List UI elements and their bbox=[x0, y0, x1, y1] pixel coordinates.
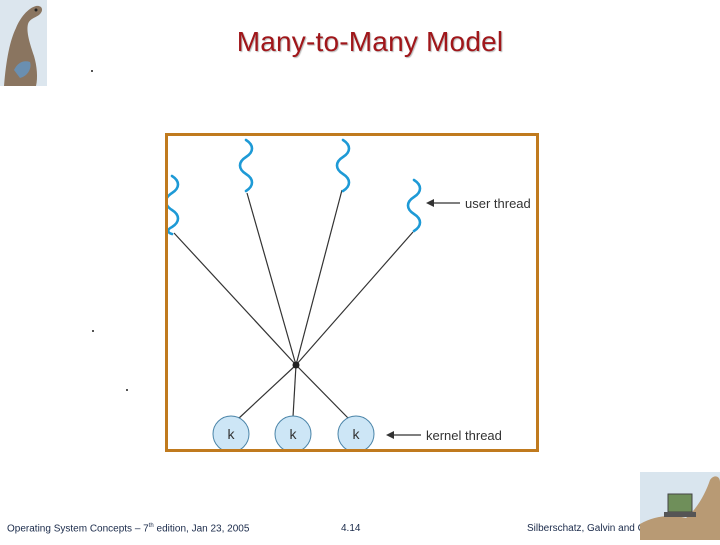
user-thread-wave-2 bbox=[238, 138, 254, 193]
footer-edition-text: edition, Jan 23, 2005 bbox=[153, 523, 250, 535]
many-to-many-diagram: k k k user thread kernel thread bbox=[165, 133, 539, 452]
kernel-node-label: k bbox=[353, 426, 361, 442]
footer-course-text: Operating System Concepts – 7 bbox=[7, 523, 149, 535]
footer-ordinal: th bbox=[148, 523, 154, 529]
footer-authors: Silberschatz, Galvin and Gagne ©2005 bbox=[527, 523, 701, 534]
kernel-node-label: k bbox=[228, 426, 236, 442]
user-thread-label: user thread bbox=[465, 196, 531, 211]
slide-title: Many-to-Many Model bbox=[236, 26, 504, 57]
stray-dot bbox=[91, 70, 93, 72]
user-thread-link bbox=[246, 192, 297, 366]
stray-dot bbox=[126, 389, 128, 391]
user-thread-link bbox=[173, 232, 297, 366]
page-number: 4.14 bbox=[341, 523, 361, 534]
user-thread-wave-3 bbox=[335, 138, 351, 193]
kernel-thread-node: k bbox=[337, 415, 375, 449]
kernel-thread-link bbox=[237, 364, 297, 420]
kernel-thread-link bbox=[292, 364, 297, 418]
stray-dot bbox=[92, 330, 94, 332]
footer-course-info: Operating System Concepts – 7th edition,… bbox=[7, 523, 249, 534]
user-thread-link bbox=[295, 189, 343, 366]
dinosaur-logo-top bbox=[0, 0, 47, 87]
user-thread-arrowhead bbox=[426, 199, 434, 207]
kernel-thread-arrowhead bbox=[386, 431, 394, 439]
kernel-thread-label: kernel thread bbox=[426, 428, 502, 443]
kernel-thread-link bbox=[295, 364, 350, 420]
kernel-thread-node: k bbox=[274, 415, 312, 449]
kernel-thread-node: k bbox=[212, 415, 250, 449]
junction-point bbox=[292, 361, 300, 369]
user-thread-wave-4 bbox=[406, 178, 422, 233]
user-thread-link bbox=[295, 231, 414, 366]
user-thread-wave-1 bbox=[168, 174, 180, 236]
dinosaur-logo-bottom bbox=[640, 472, 720, 540]
kernel-node-label: k bbox=[290, 426, 298, 442]
